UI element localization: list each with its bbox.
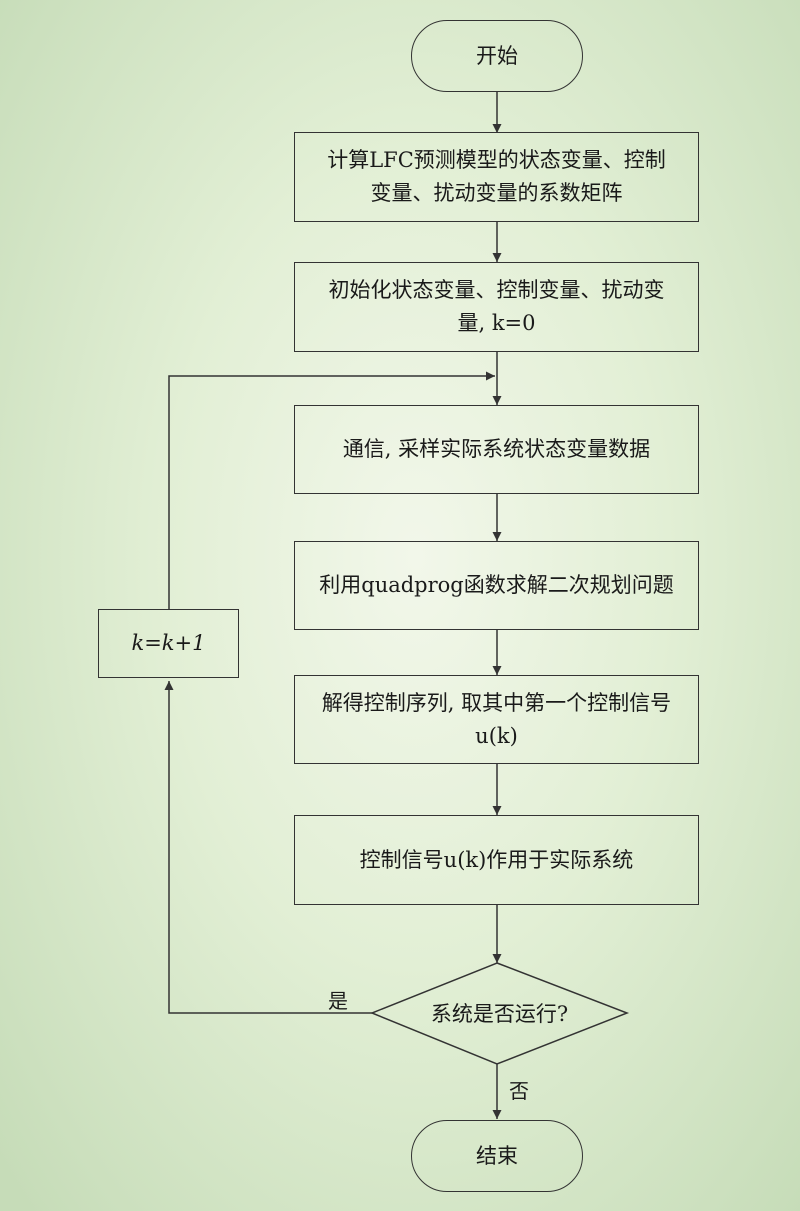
- no-label: 否: [509, 1079, 529, 1103]
- step-control-sequence: 解得控制序列, 取其中第一个控制信号u(k): [294, 675, 699, 764]
- arrow-loop-to-step3: [168, 371, 495, 609]
- end-label: 结束: [476, 1143, 518, 1168]
- start-terminal: 开始: [411, 20, 583, 92]
- increment-k-text: k=k+1: [131, 631, 206, 656]
- step-initialize-text: 初始化状态变量、控制变量、扰动变量, k=0: [328, 278, 665, 335]
- step-apply-control: 控制信号u(k)作用于实际系统: [294, 815, 699, 905]
- start-label: 开始: [476, 43, 518, 68]
- yes-label: 是: [328, 989, 348, 1013]
- step-sample-state-text: 通信, 采样实际系统状态变量数据: [342, 437, 651, 462]
- decision-label: 系统是否运行?: [430, 1002, 569, 1026]
- step-sample-state: 通信, 采样实际系统状态变量数据: [294, 405, 699, 494]
- arrow-decision-yes-to-loop: [164, 681, 372, 1014]
- decision-diamond: [369, 962, 630, 1065]
- step-solve-qp: 利用quadprog函数求解二次规划问题: [294, 541, 699, 630]
- increment-k-box: k=k+1: [98, 609, 239, 678]
- step-apply-control-text: 控制信号u(k)作用于实际系统: [359, 847, 634, 872]
- step-control-sequence-text: 解得控制序列, 取其中第一个控制信号u(k): [321, 690, 672, 748]
- step-compute-matrices: 计算LFC预测模型的状态变量、控制变量、扰动变量的系数矩阵: [294, 132, 699, 222]
- step-solve-qp-text: 利用quadprog函数求解二次规划问题: [319, 573, 674, 598]
- step-initialize: 初始化状态变量、控制变量、扰动变量, k=0: [294, 262, 699, 352]
- step-compute-matrices-text: 计算LFC预测模型的状态变量、控制变量、扰动变量的系数矩阵: [327, 148, 666, 205]
- end-terminal: 结束: [411, 1120, 583, 1192]
